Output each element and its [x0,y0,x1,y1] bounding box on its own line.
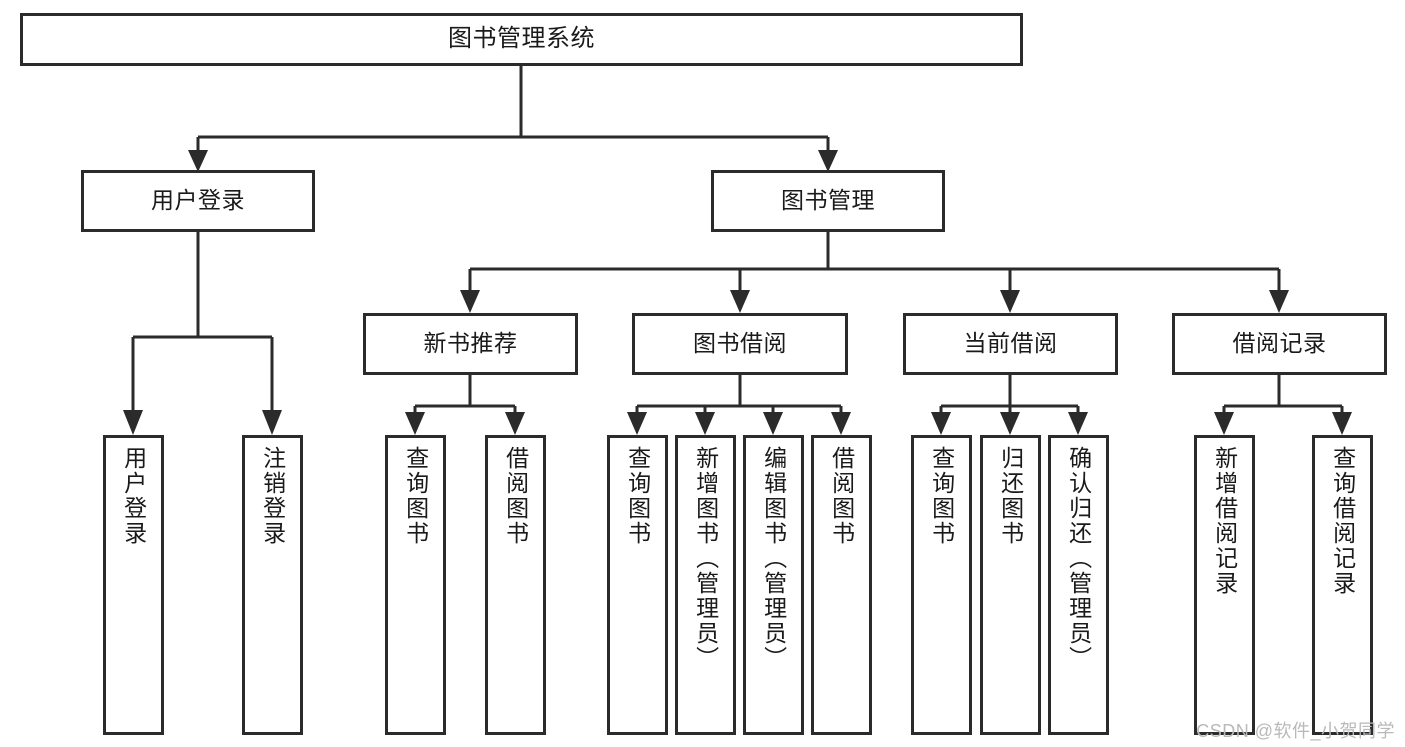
arrowhead-leaf-query-record [1332,412,1352,435]
node-new-book-recommend[interactable]: 新书推荐 [363,313,578,375]
node-leaf-query-book-1[interactable]: 查询图书 [385,435,446,735]
arrowhead-leaf-query-book-3 [931,412,951,435]
node-leaf-user-login-label: 用户登录 [120,446,147,546]
arrowhead-book-manage [818,150,838,172]
arrowhead-leaf-edit-book [763,412,783,435]
arrowhead-user-login [188,150,208,172]
node-leaf-logout[interactable]: 注销登录 [242,435,303,735]
node-leaf-query-book-3[interactable]: 查询图书 [911,435,972,735]
node-leaf-query-record-label: 查询借阅记录 [1329,446,1356,596]
arrowhead-current-borrow [1000,290,1020,313]
arrowhead-leaf-borrow-book-2 [831,412,851,435]
node-leaf-query-record[interactable]: 查询借阅记录 [1312,435,1373,735]
node-borrow-record[interactable]: 借阅记录 [1172,313,1387,375]
node-root-label: 图书管理系统 [448,25,595,53]
arrowhead-leaf-logout [262,410,282,435]
node-user-login-label: 用户登录 [151,187,245,214]
node-root[interactable]: 图书管理系统 [20,13,1023,66]
arrowhead-new-book-recommend [460,290,480,313]
node-leaf-edit-book-label: 编辑图书（管理员） [760,446,787,671]
node-leaf-add-book[interactable]: 新增图书（管理员） [675,435,736,735]
node-leaf-borrow-book-2-label: 借阅图书 [828,446,855,546]
arrowhead-leaf-add-record [1214,412,1234,435]
arrowhead-leaf-return-book [1000,412,1020,435]
node-leaf-add-record[interactable]: 新增借阅记录 [1194,435,1255,735]
arrowhead-leaf-query-book-1 [405,412,425,435]
node-leaf-user-login[interactable]: 用户登录 [103,435,164,735]
node-leaf-return-book[interactable]: 归还图书 [980,435,1041,735]
arrowhead-leaf-borrow-book-1 [505,412,525,435]
node-new-book-recommend-label: 新书推荐 [423,330,518,357]
node-leaf-confirm-return[interactable]: 确认归还（管理员） [1048,435,1109,735]
arrowhead-leaf-confirm-return [1068,412,1088,435]
node-current-borrow-label: 当前借阅 [963,330,1058,357]
node-book-manage-label: 图书管理 [781,187,875,214]
node-user-login[interactable]: 用户登录 [81,170,315,232]
node-borrow-record-label: 借阅记录 [1232,330,1327,357]
arrowhead-leaf-user-login [123,410,143,435]
node-current-borrow[interactable]: 当前借阅 [903,313,1118,375]
node-leaf-borrow-book-1-label: 借阅图书 [502,446,529,546]
node-leaf-query-book-3-label: 查询图书 [928,446,955,546]
node-leaf-borrow-book-2[interactable]: 借阅图书 [811,435,872,735]
node-leaf-return-book-label: 归还图书 [997,446,1024,546]
node-leaf-query-book-1-label: 查询图书 [402,446,429,546]
arrowhead-book-borrow [730,290,750,313]
node-book-borrow-label: 图书借阅 [693,330,787,357]
node-book-manage[interactable]: 图书管理 [711,170,945,232]
node-leaf-edit-book[interactable]: 编辑图书（管理员） [743,435,804,735]
node-leaf-borrow-book-1[interactable]: 借阅图书 [485,435,546,735]
arrowhead-leaf-query-book-2 [627,412,647,435]
node-leaf-confirm-return-label: 确认归还（管理员） [1065,446,1092,671]
node-book-borrow[interactable]: 图书借阅 [632,313,848,375]
node-leaf-logout-label: 注销登录 [259,446,286,546]
arrowhead-borrow-record [1269,290,1289,313]
node-leaf-query-book-2-label: 查询图书 [624,446,651,546]
node-leaf-query-book-2[interactable]: 查询图书 [607,435,668,735]
arrowhead-leaf-add-book [695,412,715,435]
node-leaf-add-book-label: 新增图书（管理员） [692,446,719,671]
node-leaf-add-record-label: 新增借阅记录 [1211,446,1238,596]
